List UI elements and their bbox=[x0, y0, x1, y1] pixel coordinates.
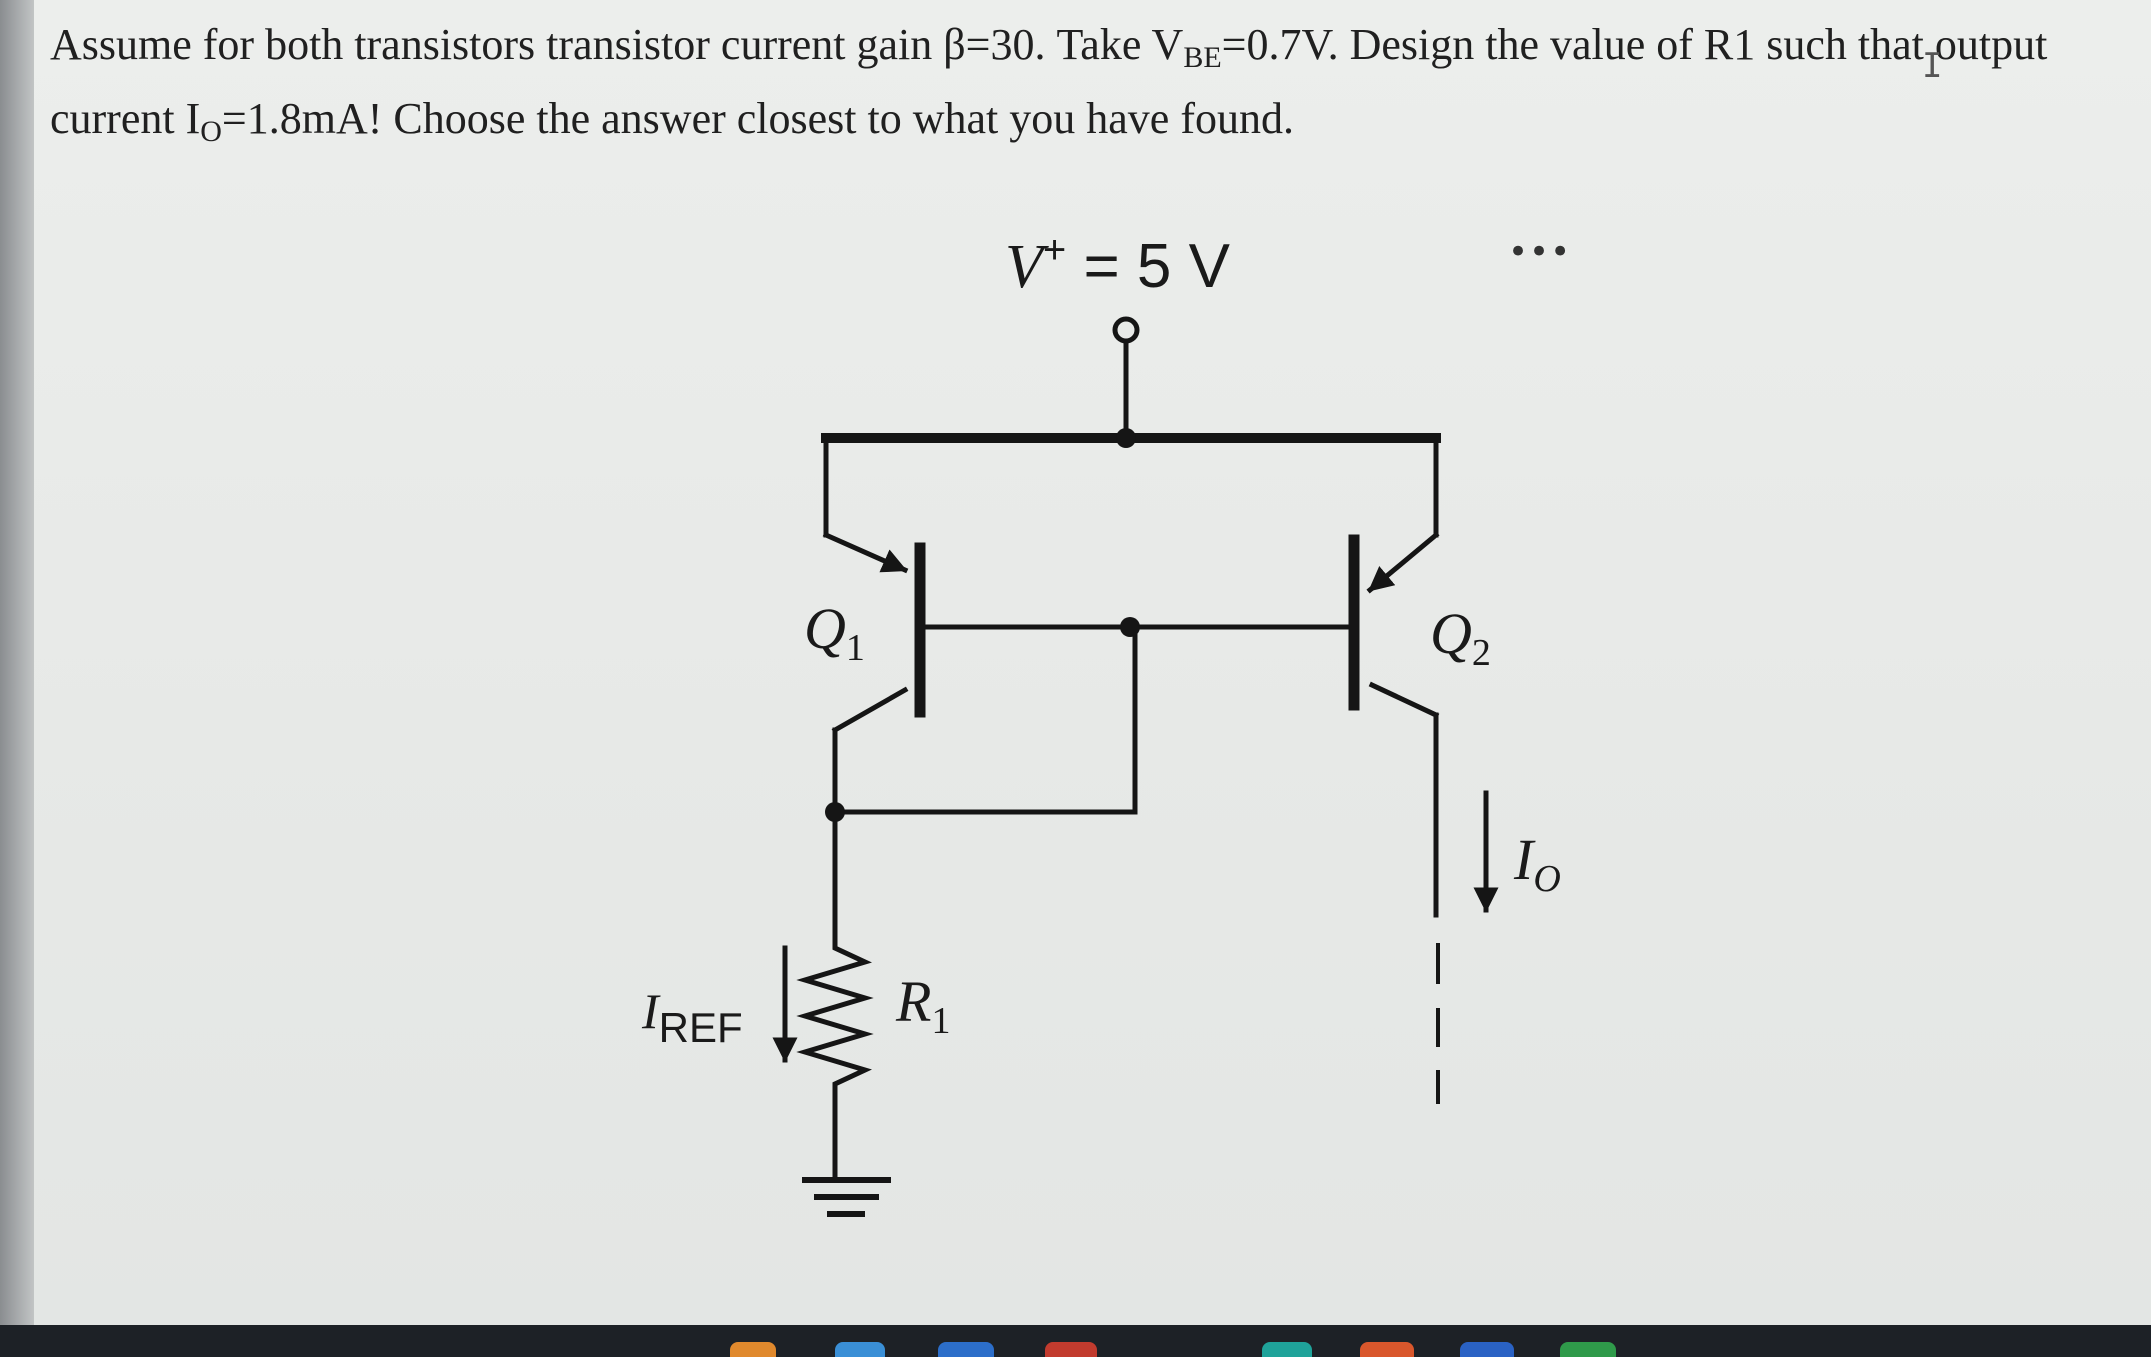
taskbar-app-icon[interactable] bbox=[1262, 1342, 1312, 1357]
question-text: Assume for both transistors transistor c… bbox=[50, 8, 2110, 156]
taskbar-app-icon[interactable] bbox=[835, 1342, 885, 1357]
more-options-button[interactable]: ••• bbox=[1508, 232, 1572, 272]
screen-area bbox=[34, 0, 2151, 1325]
supply-terminal bbox=[1112, 316, 1140, 344]
q1-emitter bbox=[822, 531, 909, 574]
q1-label: Q1 bbox=[804, 596, 865, 669]
taskbar-app-icon[interactable] bbox=[1045, 1342, 1097, 1357]
taskbar-app-icon[interactable] bbox=[938, 1342, 994, 1357]
taskbar-app-icon[interactable] bbox=[1360, 1342, 1414, 1357]
iref-label: IREF bbox=[642, 983, 743, 1051]
r1-label: R1 bbox=[896, 969, 951, 1042]
taskbar-app-icon[interactable] bbox=[1460, 1342, 1514, 1357]
collector-junction-dot bbox=[825, 802, 845, 822]
question-line-1: Assume for both transistors transistor c… bbox=[50, 20, 2048, 74]
taskbar-app-icon[interactable] bbox=[730, 1342, 776, 1357]
r1-resistor bbox=[796, 942, 874, 1181]
q1-collector bbox=[831, 686, 909, 734]
supply-voltage-label: V+ = 5 V bbox=[1005, 228, 1230, 301]
question-line-2: current IO=1.8mA! Choose the answer clos… bbox=[50, 94, 1294, 148]
text-cursor-icon: I bbox=[1922, 46, 1943, 86]
q2-collector bbox=[1368, 681, 1440, 719]
q2-label: Q2 bbox=[1430, 601, 1491, 674]
taskbar-app-icon[interactable] bbox=[1560, 1342, 1616, 1357]
io-label: IO bbox=[1514, 827, 1561, 900]
top-junction-dot bbox=[1116, 428, 1136, 448]
q2-emitter bbox=[1366, 531, 1440, 594]
